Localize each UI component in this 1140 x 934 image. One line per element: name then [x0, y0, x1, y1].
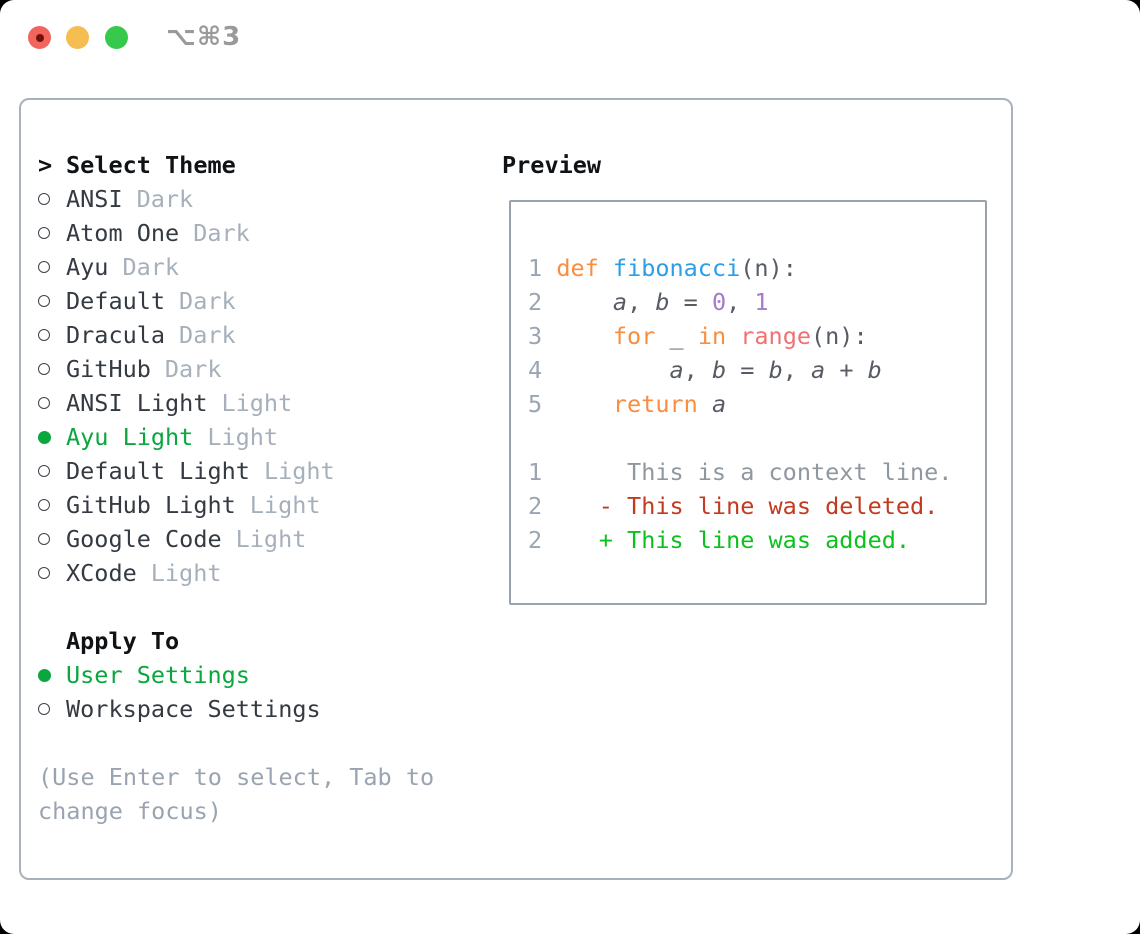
select-theme-header: > Select Theme [38, 148, 434, 182]
traffic-light-minimize[interactable] [66, 26, 89, 49]
preview-pane: 1 def fibonacci(n): 2 a, b = 0, 1 3 for _ … [509, 200, 987, 605]
radio-unselected-icon [38, 261, 50, 273]
theme-option-ansi[interactable]: ANSI Dark [38, 182, 434, 216]
theme-variant-tag: Light [150, 559, 222, 587]
theme-variant-tag: Dark [193, 219, 250, 247]
window-title: ⌥⌘3 [166, 22, 242, 52]
apply-to-title: Apply To [66, 627, 180, 655]
option-label: Default [66, 287, 166, 315]
theme-variant-tag: Light [207, 423, 279, 451]
theme-variant-tag: Dark [179, 321, 236, 349]
option-label: Dracula [66, 321, 166, 349]
radio-unselected-icon [38, 465, 50, 477]
theme-option-ayu-light[interactable]: Ayu Light Light [38, 420, 434, 454]
diff-line: 1 This is a context line. [528, 458, 953, 486]
theme-option-ansi-light[interactable]: ANSI Light Light [38, 386, 434, 420]
option-label: GitHub [66, 355, 151, 383]
option-label: Google Code [66, 525, 222, 553]
diff-line: 2 + This line was added. [528, 526, 911, 554]
code-line: 1 def fibonacci(n): [528, 254, 797, 282]
code-diff-gap [528, 421, 952, 455]
prompt-chevron-icon: > [38, 151, 53, 179]
radio-unselected-icon [38, 397, 50, 409]
theme-option-default-light[interactable]: Default Light Light [38, 454, 434, 488]
code-line: 2 a, b = 0, 1 [528, 288, 769, 316]
diff-line: 2 - This line was deleted. [528, 492, 939, 520]
traffic-light-close[interactable] [28, 26, 51, 49]
radio-unselected-icon [38, 567, 50, 579]
option-label: Default Light [66, 457, 250, 485]
radio-unselected-icon [38, 363, 50, 375]
theme-option-ayu[interactable]: Ayu Dark [38, 250, 434, 284]
radio-unselected-icon [38, 295, 50, 307]
theme-option-atom-one[interactable]: Atom One Dark [38, 216, 434, 250]
theme-variant-tag: Dark [179, 287, 236, 315]
radio-selected-icon [38, 430, 51, 444]
apply-to-header: Apply To [38, 624, 434, 658]
theme-option-dracula[interactable]: Dracula Dark [38, 318, 434, 352]
theme-variant-tag: Dark [122, 253, 180, 281]
theme-option-github-light[interactable]: GitHub Light Light [38, 488, 434, 522]
code-line: 5 return a [528, 390, 727, 418]
theme-variant-tag: Dark [136, 185, 194, 213]
option-label: ANSI [66, 185, 123, 213]
radio-unselected-icon [38, 499, 50, 511]
theme-option-google-code[interactable]: Google Code Light [38, 522, 434, 556]
help-text-line1: (Use Enter to select, Tab to [38, 763, 435, 791]
radio-unselected-icon [38, 227, 50, 239]
radio-unselected-icon [38, 533, 50, 545]
radio-selected-icon [38, 668, 51, 682]
traffic-light-zoom[interactable] [105, 26, 128, 49]
list-gap [38, 590, 434, 624]
code-preview: 1 def fibonacci(n): 2 a, b = 0, 1 3 for _ … [528, 251, 952, 557]
diff-lines: 1 This is a context line. 2 - This line w… [528, 455, 952, 557]
code-line: 3 for _ in range(n): [528, 322, 868, 350]
list-gap [38, 726, 434, 760]
option-label: Ayu Light [66, 423, 194, 451]
help-text-line2: change focus) [38, 797, 222, 825]
theme-variant-tag: Light [249, 491, 321, 519]
theme-option-default[interactable]: Default Dark [38, 284, 434, 318]
theme-option-xcode[interactable]: XCode Light [38, 556, 434, 590]
theme-option-github[interactable]: GitHub Dark [38, 352, 434, 386]
apply-option-user-settings[interactable]: User Settings [38, 658, 434, 692]
radio-unselected-icon [38, 703, 50, 715]
theme-variant-tag: Dark [164, 355, 222, 383]
option-label: User Settings [66, 661, 250, 689]
code-lines: 1 def fibonacci(n): 2 a, b = 0, 1 3 for _ … [528, 251, 952, 421]
option-label: Atom One [66, 219, 180, 247]
code-line: 4 a, b = b, a + b [528, 356, 882, 384]
radio-unselected-icon [38, 193, 50, 205]
select-theme-title: Select Theme [66, 151, 236, 179]
option-label: Ayu [66, 253, 109, 281]
apply-option-workspace-settings[interactable]: Workspace Settings [38, 692, 434, 726]
option-label: GitHub Light [66, 491, 236, 519]
theme-variant-tag: Light [263, 457, 335, 485]
option-label: Workspace Settings [66, 695, 321, 723]
theme-variant-tag: Light [221, 389, 293, 417]
radio-unselected-icon [38, 329, 50, 341]
preview-title: Preview [502, 151, 602, 179]
theme-variant-tag: Light [235, 525, 307, 553]
option-label: XCode [66, 559, 137, 587]
option-label: ANSI Light [66, 389, 208, 417]
